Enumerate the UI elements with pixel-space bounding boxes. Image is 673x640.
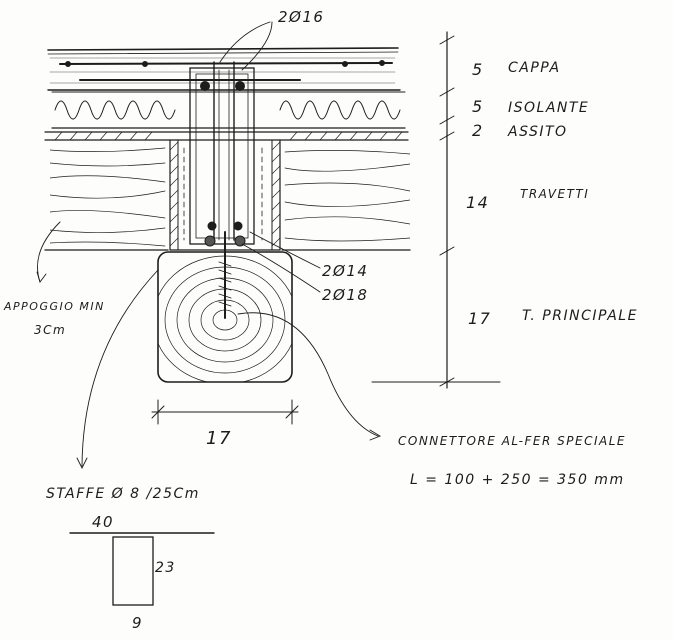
stirrup-shape (69, 532, 215, 606)
layer-isolante-name: ISOLANTE (508, 100, 589, 116)
support-note: APPOGGIO MIN 3Cm (3, 300, 105, 337)
connector-title: CONNETTORE AL-FER SPECIALE (398, 434, 626, 448)
concrete-rib (169, 61, 281, 251)
rebar-labels: 2Ø16 2Ø14 2Ø18 (278, 8, 368, 304)
layer-travetti-name: TRAVETTI (520, 187, 589, 201)
beam-width-dimension (151, 399, 299, 425)
leader-lines (36, 21, 382, 470)
rebar-top-label: 2Ø16 (278, 8, 324, 26)
connector-note: CONNETTORE AL-FER SPECIALE L = 100 + 250… (398, 434, 626, 488)
layer-dimension-line (371, 31, 501, 389)
layer-assito-name: ASSITO (507, 124, 568, 140)
layer-cappa-thickness: 5 (472, 60, 484, 79)
connector-formula: L = 100 + 250 = 350 mm (410, 472, 625, 488)
rebar-low-label: 2Ø18 (322, 286, 368, 304)
stirrup-dim-side: 23 (155, 560, 176, 576)
layer-isolante-thickness: 5 (472, 97, 484, 116)
support-note-line1: APPOGGIO MIN (3, 300, 105, 313)
layer-principale-thickness: 17 (468, 309, 491, 328)
stirrup-dim-bottom: 9 (132, 614, 143, 632)
slab-cappa (47, 47, 401, 91)
stirrup-notes: STAFFE Ø 8 /25Cm 40 23 9 (46, 486, 200, 632)
layer-principale-name: T. PRINCIPALE (522, 308, 638, 324)
layer-assito-thickness: 2 (472, 121, 484, 140)
joists-travetti (44, 147, 411, 251)
rebar-mid-label: 2Ø14 (322, 262, 368, 280)
stirrup-dim-top: 40 (92, 513, 114, 531)
layer-labels: 5 CAPPA 5 ISOLANTE 2 ASSITO 14 TRAVETTI … (466, 60, 638, 328)
layer-travetti-thickness: 14 (466, 193, 489, 212)
main-beam (157, 231, 293, 383)
stirrup-label: STAFFE Ø 8 /25Cm (46, 486, 200, 502)
beam-width-label: 17 (206, 428, 232, 449)
layer-cappa-name: CAPPA (508, 60, 561, 76)
boarding-assito (44, 131, 409, 141)
support-note-line2: 3Cm (34, 323, 66, 337)
insulation-layer (51, 91, 406, 129)
